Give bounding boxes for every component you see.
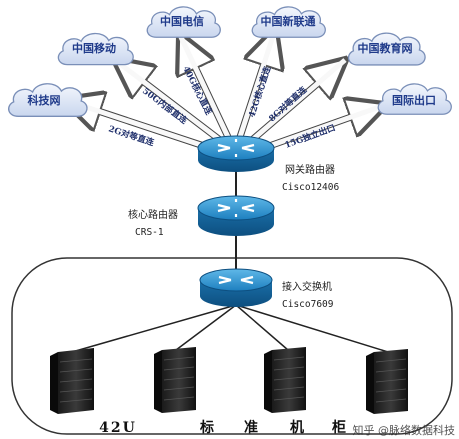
arrow-dianxin-inner [177,33,231,139]
router-arrows-icon [217,199,255,217]
cloud-label-keji: 科技网 [28,93,61,107]
caption-char-biao: 标 [199,419,216,436]
cloud-label-dianxin: 中国电信 [160,14,204,28]
core-router [197,195,275,236]
rack-links [71,304,389,353]
uplink-arrows [64,29,386,154]
caption-char-zhun: 准 [244,419,260,436]
cloud-xinliantong: 中国新联通 [251,6,327,38]
server-rack-3 [264,347,306,413]
access-switch-name: 接入交换机 [282,280,332,293]
arrow-guoji-inner [257,102,386,153]
server-rack-1 [50,348,94,414]
rack-caption: 42U 标 准 机 柜 [99,419,348,436]
switch-arrows-icon [218,275,254,285]
cloud-jiaoyu: 中国教育网 [347,32,426,66]
watermark-text: 知乎 @脉络数据科技 [353,423,456,437]
arrow-jiaoyu-inner [250,58,347,142]
cloud-dianxin: 中国电信 [146,6,221,38]
cloud-label-yidong: 中国移动 [72,41,116,55]
caption-42u: 42U [99,420,137,436]
caption-char-gui: 柜 [332,419,348,436]
gateway-router [197,135,275,172]
link-label-yidong: 50G内部直连 [140,86,189,127]
server-rack-4 [366,349,408,414]
access-switch [199,268,273,307]
core-router-name: 核心路由器 [128,208,178,221]
caption-char-ji: 机 [290,419,306,436]
arrow-keji-inner [64,97,214,152]
cloud-label-guoji: 国际出口 [392,93,436,107]
core-router-model: CRS-1 [135,227,164,238]
server-rack-2 [154,347,196,413]
cloud-label-xinliantong: 中国新联通 [261,14,316,28]
gateway-router-model: Cisco12406 [282,182,339,193]
cloud-keji: 科技网 [7,83,88,117]
access-switch-model: Cisco7609 [282,299,334,310]
cloud-guoji: 国际出口 [377,83,452,115]
router-arrows-icon [217,139,255,157]
link-label-jiaoyu: 8G对等直连 [267,84,310,124]
cloud-yidong: 中国移动 [57,32,134,66]
arrow-xinliantong-inner [237,29,278,138]
gateway-router-name: 网关路由器 [285,163,335,176]
cloud-label-jiaoyu: 中国教育网 [358,41,413,55]
arrow-yidong-inner [113,58,222,142]
access-area-border [11,257,453,435]
